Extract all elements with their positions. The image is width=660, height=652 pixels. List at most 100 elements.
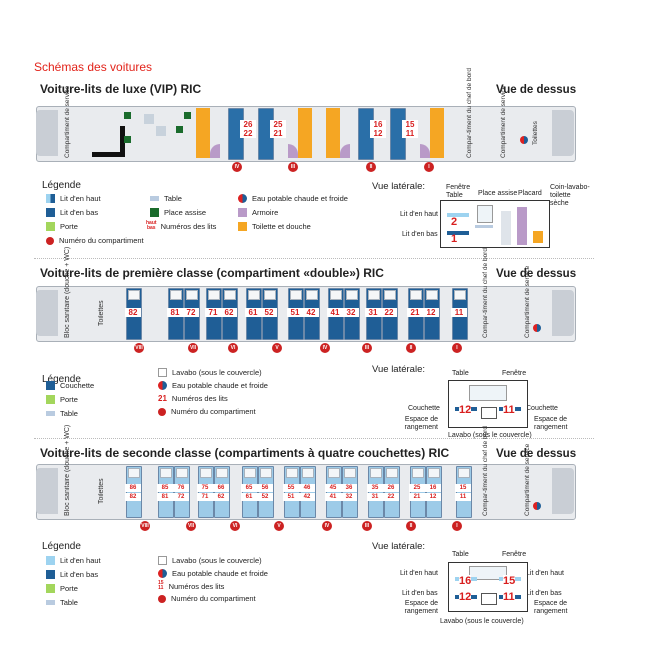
sink-icon bbox=[170, 290, 182, 300]
legend-item: Eau potable chaude et froide bbox=[158, 381, 268, 390]
page-title: Schémas des voitures bbox=[34, 60, 153, 74]
sink-icon bbox=[458, 468, 470, 478]
vip-section-title: Voiture-lits de luxe (VIP) RIC bbox=[40, 82, 202, 96]
berth-number: 72 bbox=[173, 493, 189, 501]
water-icon bbox=[520, 136, 528, 144]
berth-number: 31 bbox=[367, 493, 383, 501]
sink-icon bbox=[200, 468, 212, 478]
berth-number: 12 bbox=[425, 493, 441, 501]
berth-number: 26 bbox=[383, 484, 399, 492]
sink-icon bbox=[248, 290, 260, 300]
sink-icon bbox=[264, 290, 276, 300]
compartment-number-icon: VIII bbox=[140, 521, 150, 531]
seat-swatch bbox=[150, 208, 159, 217]
berth-number: 45 bbox=[325, 484, 341, 492]
vip-berth-number: 22 bbox=[240, 129, 256, 138]
lateral-label: Lit d'en bas bbox=[402, 590, 438, 597]
lateral-label: Lit d'en haut bbox=[526, 570, 564, 577]
lateral-label: Fenêtre bbox=[502, 370, 527, 377]
berth-number: 51 bbox=[283, 493, 299, 501]
sink-icon bbox=[158, 368, 167, 377]
berth-number: 72 bbox=[183, 308, 199, 317]
second-section-title: Voiture-lits de seconde classe (comparti… bbox=[40, 446, 450, 460]
vip-berth-number: 11 bbox=[402, 129, 418, 138]
legend-item: Lit d'en bas bbox=[46, 570, 98, 579]
lateral-berth-number: 11 bbox=[503, 591, 515, 603]
sink-icon bbox=[306, 290, 318, 300]
berth-number: 86 bbox=[125, 484, 141, 492]
lateral-berth-number: 11 bbox=[503, 404, 515, 416]
berth-number: 52 bbox=[261, 308, 277, 317]
sink-icon bbox=[346, 290, 358, 300]
couchette-swatch bbox=[46, 381, 55, 390]
lateral-label: Espace de rangement bbox=[534, 600, 568, 615]
legend-item: Table bbox=[46, 598, 78, 607]
first-car-diagram: Bloc sanitaire (douche + WC) Toilettes C… bbox=[36, 246, 576, 354]
first-section-title: Voiture-lits de première classe (compart… bbox=[40, 266, 384, 280]
wardrobe-swatch bbox=[238, 208, 247, 217]
compartment-number-icon: V bbox=[272, 343, 282, 353]
lateral-label: Lit d'en haut bbox=[400, 211, 438, 218]
berth bbox=[426, 466, 442, 518]
second-top-view-label: Vue de dessus bbox=[496, 448, 577, 460]
compartment-number-icon: VI bbox=[228, 343, 238, 353]
sink-icon bbox=[386, 468, 398, 478]
legend-item: Table bbox=[46, 409, 78, 418]
vip-car-diagram: Compartiment de service 26 22 25 21 16 1… bbox=[36, 68, 576, 172]
berth-number: 55 bbox=[283, 484, 299, 492]
berth bbox=[284, 466, 300, 518]
sink-icon bbox=[454, 290, 466, 300]
lateral-label: Lit d'en haut bbox=[400, 570, 438, 577]
lateral-label: Fenêtre bbox=[446, 184, 471, 191]
compartment-number-icon: IV bbox=[232, 162, 242, 172]
first-lateral-diagram: 12 11 bbox=[448, 380, 528, 428]
legend-item: Lit d'en haut bbox=[46, 194, 101, 203]
first-legend-title: Légende bbox=[42, 374, 81, 385]
berth-number-icon: 21 bbox=[158, 394, 167, 403]
compartment-number-icon: VII bbox=[188, 343, 198, 353]
door-swatch bbox=[46, 222, 55, 231]
berth-number: 16 bbox=[425, 484, 441, 492]
berth-number: 61 bbox=[245, 308, 261, 317]
berth-number: 62 bbox=[213, 493, 229, 501]
sink-icon bbox=[208, 290, 220, 300]
vip-berth-number: 16 bbox=[370, 120, 386, 129]
berth bbox=[174, 466, 190, 518]
berth bbox=[198, 466, 214, 518]
lower-berth-swatch bbox=[46, 208, 55, 217]
vip-lateral-title: Vue latérale: bbox=[372, 181, 425, 192]
second-car-diagram: Bloc sanitaire (douche + WC) Toilettes C… bbox=[36, 425, 576, 532]
lateral-berth-number: 1 bbox=[451, 233, 458, 245]
second-chef-label: Compar-timent du chef de bord bbox=[482, 426, 489, 516]
berth-number: 32 bbox=[341, 493, 357, 501]
sink-icon bbox=[410, 290, 422, 300]
first-sanitary-label: Bloc sanitaire (douche + WC) bbox=[64, 246, 71, 338]
lateral-label: Couchette bbox=[408, 405, 440, 412]
berth-number: 22 bbox=[381, 308, 397, 317]
berth-number: 35 bbox=[367, 484, 383, 492]
legend-item: Numéro du compartiment bbox=[158, 594, 256, 603]
sink-icon bbox=[224, 290, 236, 300]
door-swatch bbox=[46, 584, 55, 593]
sink-icon bbox=[286, 468, 298, 478]
legend-item: Eau potable chaude et froide bbox=[238, 194, 348, 203]
sink-icon bbox=[244, 468, 256, 478]
water-icon bbox=[238, 194, 247, 203]
berth bbox=[158, 466, 174, 518]
legend-item: Lavabo (sous le couvercle) bbox=[158, 368, 262, 377]
berth-number: 75 bbox=[197, 484, 213, 492]
lower-berth-swatch bbox=[46, 570, 55, 579]
berth-number: 25 bbox=[409, 484, 425, 492]
sink-icon bbox=[328, 468, 340, 478]
first-lateral-title: Vue latérale: bbox=[372, 364, 425, 375]
second-service-label: Compartiment de service bbox=[524, 443, 531, 516]
lateral-label: Table bbox=[452, 551, 469, 558]
second-lateral-title: Vue latérale: bbox=[372, 541, 425, 552]
berth-number: 46 bbox=[299, 484, 315, 492]
legend-item: Numéro du compartiment bbox=[158, 407, 256, 416]
compartment-number-icon: IV bbox=[320, 343, 330, 353]
sink-icon bbox=[428, 468, 440, 478]
toilet-shower-swatch bbox=[238, 222, 247, 231]
sink-icon bbox=[158, 556, 167, 565]
